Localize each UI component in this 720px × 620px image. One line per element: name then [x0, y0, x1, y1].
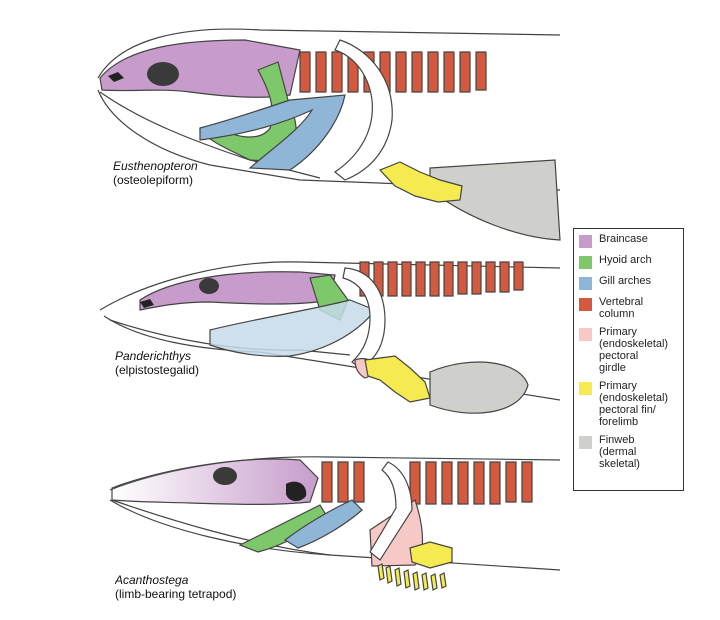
- acanthostega-caption-group: Acanthostega (limb-bearing tetrapod): [115, 573, 237, 601]
- legend-swatch: [579, 382, 592, 395]
- legend-label: Primary (endoskeletal) pectoral fin/ for…: [599, 380, 669, 428]
- acanthostega-digits: [377, 563, 447, 591]
- eusthenopteron-gill-arches: [199, 94, 346, 171]
- eusthenopteron-body-outline: [97, 28, 561, 191]
- acanthostega-lower-jaw: [111, 499, 331, 556]
- acanthostega-cleithrum: [369, 461, 413, 561]
- legend-swatch: [579, 235, 592, 248]
- legend-item-vertebral-column: Vertebral column: [579, 296, 683, 320]
- caption-panderichthys-species: Panderichthys: [115, 349, 192, 363]
- acanthostega-gill-arches: [283, 499, 363, 549]
- eusthenopteron-vertebral-column: [299, 51, 487, 93]
- legend-label: Vertebral column: [599, 296, 644, 320]
- panderichthys-caption-group: Panderichthys (elpistostegalid): [115, 349, 200, 377]
- eusthenopteron-nostril: [108, 72, 124, 82]
- eusthenopteron-shoulder-girdle: [333, 39, 393, 181]
- panderichthys-braincase: [139, 271, 336, 311]
- eusthenopteron-pectoral-fin: [378, 161, 463, 203]
- legend-item-hyoid-arch: Hyoid arch: [579, 254, 683, 269]
- panderichthys-nostril: [140, 299, 154, 308]
- acanthostega-orbit: [213, 467, 237, 485]
- acanthostega-vertebral-column: [321, 461, 533, 505]
- eusthenopteron-braincase: [99, 39, 301, 98]
- panderichthys-orbit: [199, 278, 219, 294]
- legend-item-pectoral-girdle: Primary (endoskeletal) pectoral girdle: [579, 326, 683, 374]
- legend-swatch: [579, 298, 592, 311]
- acanthostega-drawing: [109, 456, 561, 591]
- legend-swatch: [579, 436, 592, 449]
- legend-item-finweb: Finweb (dermal skeletal): [579, 434, 683, 470]
- legend: Braincase Hyoid arch Gill arches Vertebr…: [573, 228, 684, 491]
- panderichthys-vertebral-column: [359, 261, 524, 297]
- caption-panderichthys-group: (elpistostegalid): [115, 363, 200, 377]
- caption-acanthostega-group: (limb-bearing tetrapod): [115, 587, 237, 601]
- legend-label: Finweb (dermal skeletal): [599, 434, 640, 470]
- panderichthys-finweb: [429, 361, 529, 414]
- legend-label: Primary (endoskeletal) pectoral girdle: [599, 326, 669, 374]
- legend-item-pectoral-fin-forelimb: Primary (endoskeletal) pectoral fin/ for…: [579, 380, 683, 428]
- eusthenopteron-caption-group: Eusthenopteron (osteolepiform): [113, 159, 198, 187]
- panderichthys-pectoral-fin: [364, 355, 431, 403]
- legend-swatch: [579, 256, 592, 269]
- eusthenopteron-drawing: [97, 28, 561, 241]
- acanthostega-braincase: [111, 458, 319, 505]
- legend-label: Hyoid arch: [599, 254, 652, 266]
- acanthostega-forelimb: [409, 541, 453, 569]
- acanthostega-hyoid-arch: [238, 504, 327, 553]
- panderichthys-drawing: [99, 261, 561, 414]
- caption-eusthenopteron-group: (osteolepiform): [113, 173, 194, 187]
- caption-eusthenopteron-species: Eusthenopteron: [113, 159, 198, 173]
- legend-label: Braincase: [599, 233, 648, 245]
- eusthenopteron-orbit: [147, 62, 179, 86]
- acanthostega-otic-notch: [286, 481, 307, 502]
- legend-swatch: [579, 328, 592, 341]
- legend-label: Gill arches: [599, 275, 651, 287]
- legend-item-braincase: Braincase: [579, 233, 683, 248]
- caption-acanthostega-species: Acanthostega: [115, 573, 189, 587]
- eusthenopteron-lower-jaw: [99, 91, 321, 179]
- legend-item-gill-arches: Gill arches: [579, 275, 683, 290]
- legend-swatch: [579, 277, 592, 290]
- panderichthys-gill-arches: [209, 299, 376, 357]
